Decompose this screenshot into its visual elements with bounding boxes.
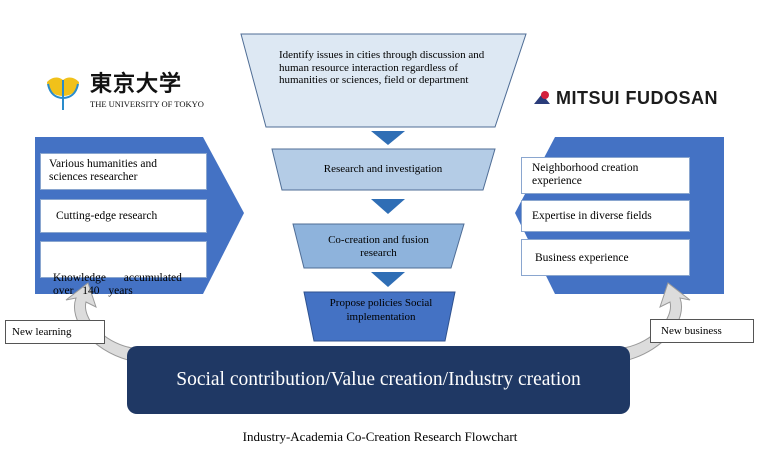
- left-item-researchers: Various humanities and sciences research…: [40, 153, 207, 190]
- right-item-expertise: Expertise in diverse fields: [521, 200, 690, 232]
- funnel-stage4-shape: [303, 291, 456, 342]
- funnel-stage2-text: Research and investigation: [323, 163, 443, 175]
- funnel-arrow-3: [371, 272, 405, 287]
- ginkgo-leaf-icon: [47, 77, 79, 110]
- funnel-stage1-text: Identify issues in cities through discus…: [279, 49, 485, 86]
- funnel-stage2-shape: [271, 148, 496, 191]
- funnel-arrow-1: [371, 131, 405, 145]
- university-of-tokyo-logo: 東京大学 THE UNIVERSITY OF TOKYO: [44, 72, 204, 116]
- outcome-banner: Social contribution/Value creation/Indus…: [127, 346, 630, 414]
- left-item-label: Cutting-edge research: [56, 210, 158, 222]
- funnel-stage4-text: Propose policies Social implementation: [329, 297, 433, 323]
- university-name-japanese: 東京大学: [90, 72, 183, 97]
- funnel-stage3-text: Co-creation and fusion research: [328, 234, 429, 259]
- right-item-label: Business experience: [535, 252, 629, 264]
- right-item-label: Neighborhood creation experience: [532, 162, 639, 187]
- university-name-english: THE UNIVERSITY OF TOKYO: [90, 99, 204, 109]
- right-item-neighborhood: Neighborhood creation experience: [521, 157, 690, 194]
- funnel-stage1-shape: [240, 33, 527, 128]
- new-learning-label: New learning: [5, 320, 105, 344]
- left-item-knowledge: Knowledge accumulated over 140 years: [40, 241, 207, 297]
- mitsui-mark-icon: [534, 91, 550, 104]
- left-item-label: Knowledge accumulated over 140 years: [53, 272, 191, 297]
- right-item-label: Expertise in diverse fields: [532, 210, 652, 222]
- new-business-label: New business: [650, 319, 754, 343]
- funnel-arrow-2: [371, 199, 405, 214]
- left-item-label: Various humanities and sciences research…: [49, 158, 157, 183]
- funnel-stage3-shape: [292, 223, 465, 269]
- left-item-research: Cutting-edge research: [40, 199, 207, 233]
- mitsui-fudosan-logo: MITSUI FUDOSAN: [532, 86, 756, 110]
- company-name: MITSUI FUDOSAN: [556, 88, 718, 108]
- figure-caption: Industry-Academia Co-Creation Research F…: [242, 429, 518, 444]
- right-item-business: Business experience: [521, 239, 690, 276]
